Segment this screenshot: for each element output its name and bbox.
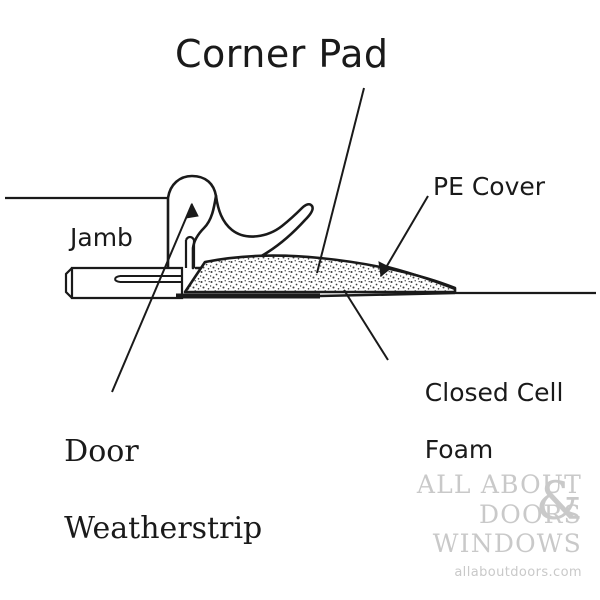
foam-base-line xyxy=(176,291,456,299)
label-door-weatherstrip: Door Weatherstrip xyxy=(26,395,262,587)
leader-corner-pad xyxy=(316,87,365,274)
label-closed-cell-foam-line2: Foam xyxy=(424,435,494,465)
label-door-weatherstrip-line1: Door xyxy=(64,434,139,470)
watermark: ALL ABOUT DOORS & WINDOWS allaboutdoors.… xyxy=(417,470,582,580)
closed-cell-foam-wedge xyxy=(185,255,455,292)
leader-pe-cover xyxy=(378,195,429,277)
watermark-line-2: DOORS xyxy=(479,499,582,529)
leader-door-weatherstrip xyxy=(111,202,199,393)
label-closed-cell-foam: Closed Cell Foam xyxy=(393,350,564,494)
leader-closed-cell-foam xyxy=(343,289,389,361)
label-jamb: Jamb xyxy=(70,223,133,252)
watermark-url: allaboutdoors.com xyxy=(454,564,582,580)
watermark-line-1: ALL ABOUT xyxy=(416,470,582,499)
watermark-ampersand: & xyxy=(535,472,582,532)
label-door-weatherstrip-line2: Weatherstrip xyxy=(64,511,263,547)
watermark-line-3: WINDOWS xyxy=(432,529,582,558)
label-closed-cell-foam-line1: Closed Cell xyxy=(424,377,564,407)
diagram-title: Corner Pad xyxy=(175,32,389,76)
label-pe-cover: PE Cover xyxy=(433,172,546,201)
